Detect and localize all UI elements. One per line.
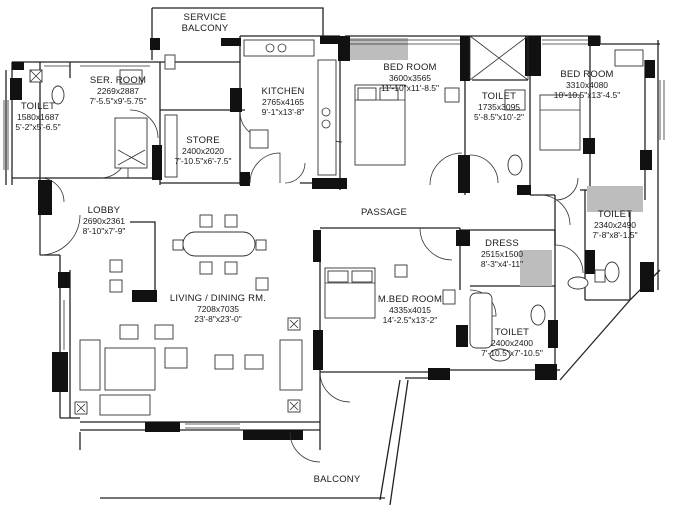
service-balcony-name-2: BALCONY [181, 22, 229, 34]
room-label-toilet-1: TOILET 1580x1687 5'-2"x5'-6.5" [15, 101, 61, 132]
room-label-bed-room-2: BED ROOM 3310x4080 10'-10.5"x13'-4.5" [553, 69, 621, 100]
room-dimensions-imperial: 8'-3"x4'-11" [480, 258, 524, 269]
room-label-lobby: LOBBY 2690x2361 8'-10"x7'-9" [82, 205, 126, 236]
room-label-bed-room-1: BED ROOM 3600x3565 11'-10"x11'-8.5" [380, 62, 440, 93]
room-name: TOILET [20, 101, 56, 112]
room-name: M.BED ROOM [377, 294, 443, 305]
room-dimensions-imperial: 9'-1"x13'-8" [261, 106, 305, 117]
hatched-areas [350, 38, 643, 286]
room-dimensions-imperial: 14'-2.5"x13'-2" [382, 314, 438, 325]
room-dimensions-imperial: 5'-2"x5'-6.5" [15, 121, 61, 132]
room-name: PASSAGE [360, 207, 408, 218]
room-label-service-balcony: SERVICE BALCONY [181, 12, 229, 35]
room-dimensions-imperial: 11'-10"x11'-8.5" [380, 82, 440, 93]
room-dimensions-imperial: 5'-8.5"x10'-2" [474, 111, 524, 122]
room-label-kitchen: KITCHEN 2765x4165 9'-1"x13'-8" [261, 86, 305, 117]
room-name: TOILET [494, 327, 530, 338]
room-dimensions: 2690x2361 [82, 215, 126, 226]
room-label-toilet-2: TOILET 1735x3095 5'-8.5"x10'-2" [474, 91, 524, 122]
room-name: BALCONY [313, 474, 361, 485]
room-dimensions: 1735x3095 [477, 101, 521, 112]
room-name: TOILET [481, 91, 517, 102]
room-label-toilet-4: TOILET 2400x2400 7'-10.5"x7'-10.5" [481, 327, 543, 358]
room-label-toilet-3: TOILET 2340x2490 7'-8"x8'-1.5" [592, 209, 638, 240]
room-dimensions: 2400x2400 [490, 337, 534, 348]
room-name: BED ROOM [383, 62, 437, 73]
room-name: DRESS [485, 238, 519, 249]
room-label-master-bed-room: M.BED ROOM 4335x4015 14'-2.5"x13'-2" [377, 294, 443, 325]
service-balcony-name: SERVICE [183, 12, 227, 23]
windows [3, 35, 665, 429]
room-dimensions: 3600x3565 [388, 72, 432, 83]
room-dimensions: 3310x4080 [565, 79, 609, 90]
room-label-balcony: BALCONY [313, 474, 361, 486]
room-label-living-dining: LIVING / DINING RM. 7208x7035 23'-8"x23'… [169, 293, 267, 324]
room-dimensions: 2515x1500 [480, 248, 524, 259]
room-name: KITCHEN [261, 86, 305, 97]
room-dimensions: 2765x4165 [261, 96, 305, 107]
room-name: TOILET [597, 209, 633, 220]
room-label-ser-room: SER. ROOM 2269x2887 7'-5.5"x9'-5.75" [89, 75, 147, 106]
doors [39, 109, 584, 463]
room-name: BED ROOM [560, 69, 614, 80]
columns [10, 36, 655, 440]
room-dimensions-imperial: 7'-8"x8'-1.5" [592, 229, 638, 240]
room-name: LOBBY [87, 205, 121, 216]
room-name: STORE [186, 135, 220, 146]
room-dimensions-imperial: 7'-10.5"x6'-7.5" [174, 155, 232, 166]
room-dimensions: 2400x2020 [181, 145, 225, 156]
room-dimensions-imperial: 23'-8"x23'-0" [194, 313, 242, 324]
room-dimensions: 7208x7035 [196, 303, 240, 314]
room-dimensions-imperial: 7'-10.5"x7'-10.5" [481, 347, 543, 358]
room-dimensions: 4335x4015 [388, 304, 432, 315]
room-label-store: STORE 2400x2020 7'-10.5"x6'-7.5" [174, 135, 232, 166]
room-label-passage: PASSAGE [360, 207, 408, 219]
room-dimensions: 2340x2490 [593, 219, 637, 230]
room-dimensions-imperial: 8'-10"x7'-9" [82, 225, 126, 236]
room-label-dress: DRESS 2515x1500 8'-3"x4'-11" [480, 238, 524, 269]
room-dimensions: 1580x1687 [16, 111, 60, 122]
room-dimensions: 2269x2887 [96, 85, 140, 96]
furniture [29, 39, 644, 416]
room-dimensions-imperial: 10'-10.5"x13'-4.5" [553, 89, 621, 100]
room-name: LIVING / DINING RM. [169, 293, 267, 304]
room-name: SER. ROOM [89, 75, 147, 86]
room-dimensions-imperial: 7'-5.5"x9'-5.75" [89, 95, 147, 106]
